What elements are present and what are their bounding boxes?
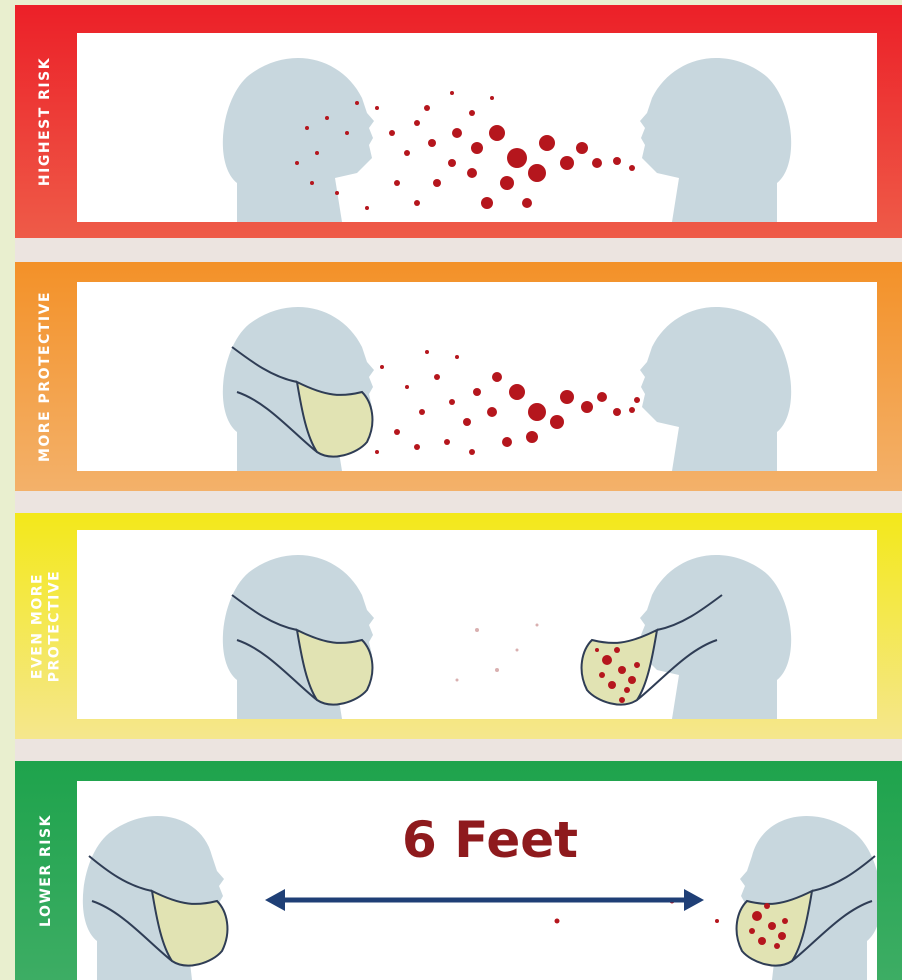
head-right-icon <box>640 555 791 719</box>
head-right-icon <box>640 307 791 471</box>
distance-arrow <box>265 889 704 911</box>
faint-droplets <box>456 624 539 682</box>
panel-lower-risk: LOWER RISK <box>15 761 902 980</box>
panel-even-more-protective: EVEN MORE PROTECTIVE <box>15 513 902 739</box>
risk-label: LOWER RISK <box>15 761 77 980</box>
illustration-frame: 6 Feet <box>77 781 877 980</box>
unmasked-unmasked-illustration <box>77 33 877 222</box>
panel-highest-risk: HIGHEST RISK <box>15 5 902 238</box>
masked-unmasked-illustration <box>77 282 877 471</box>
masked-masked-illustration <box>77 530 877 719</box>
panel-more-protective: MORE PROTECTIVE <box>15 262 902 491</box>
head-left-icon <box>223 58 374 222</box>
head-right-icon <box>640 58 791 222</box>
separator <box>15 491 902 513</box>
illustration-frame <box>77 530 877 719</box>
droplets-cloud <box>375 350 640 455</box>
illustration-frame <box>77 282 877 471</box>
distance-label: 6 Feet <box>402 811 578 869</box>
risk-label: EVEN MORE PROTECTIVE <box>15 513 77 739</box>
risk-label: MORE PROTECTIVE <box>15 262 77 491</box>
risk-label: HIGHEST RISK <box>15 5 77 238</box>
separator <box>15 238 902 262</box>
illustration-frame <box>77 33 877 222</box>
separator <box>15 739 902 761</box>
